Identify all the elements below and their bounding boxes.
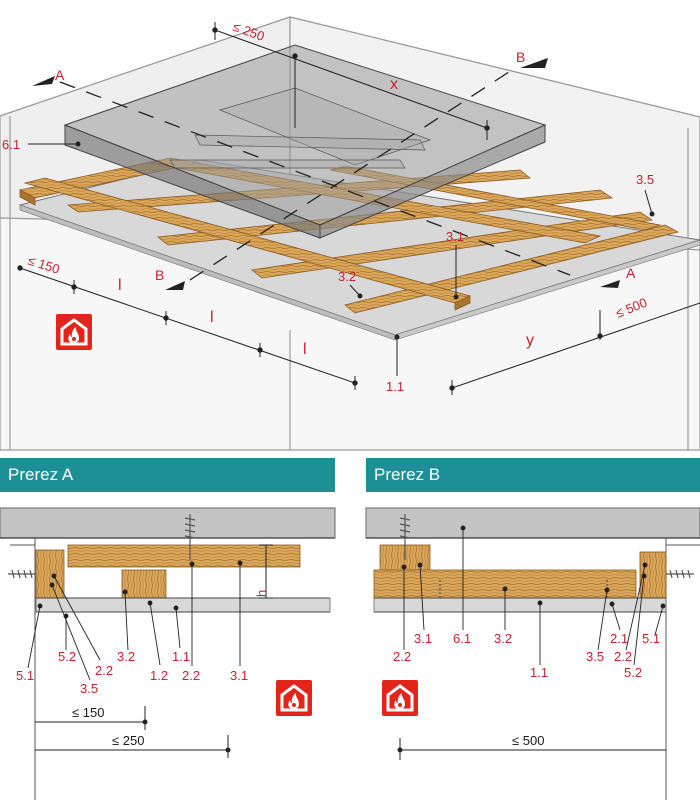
section-b-callout-5-2: 5.2 xyxy=(624,665,642,680)
section-a-drawing: h 5.2 5.1 2.2 3.5 3.2 1.2 1.1 2.2 3.1 xyxy=(0,507,336,800)
section-a-title: Prerez A xyxy=(0,458,335,492)
section-a-callout-2-2: 2.2 xyxy=(95,663,113,678)
section-a-callout-5-1: 5.1 xyxy=(16,668,34,683)
section-a-mark-bottom: A xyxy=(626,265,636,281)
section-b-callout-5-1: 5.1 xyxy=(642,631,660,646)
y-dimension xyxy=(449,302,700,395)
concrete-slab-block xyxy=(63,44,547,239)
section-a-dim-250: ≤ 250 xyxy=(112,733,144,748)
section-a-callout-3-5: 3.5 xyxy=(80,681,98,696)
section-a-callout-5-2: 5.2 xyxy=(58,649,76,664)
section-b-callout-3-5: 3.5 xyxy=(586,649,604,664)
axonometric-view: A B B A x ≤ 250 ≤ 150 l l l xyxy=(0,16,700,451)
section-b-callout-6-1: 6.1 xyxy=(453,631,471,646)
section-b-mark-top: B xyxy=(516,49,525,65)
y-dimension-label: y xyxy=(526,332,534,349)
section-b-drawing: 2.2 3.1 6.1 3.2 1.1 3.5 2.1 2.2 5.2 5.1 … xyxy=(365,507,700,800)
section-b-callout-1-1: 1.1 xyxy=(530,665,548,680)
section-markers xyxy=(32,58,620,290)
axon-callout-lines xyxy=(28,141,655,376)
section-b-callout-3-2: 3.2 xyxy=(494,631,512,646)
callout-6-1: 6.1 xyxy=(2,137,20,152)
l-label-3: l xyxy=(303,341,307,358)
callout-3-1: 3.1 xyxy=(446,229,464,244)
section-b-callout-2-1: 2.1 xyxy=(610,631,628,646)
fire-protection-icon-section-b xyxy=(382,680,418,716)
l-dimension-chain xyxy=(17,265,358,390)
section-a-dim-150: ≤ 150 xyxy=(72,705,104,720)
section-a-callout-2-2b: 2.2 xyxy=(182,668,200,683)
section-b-mark-bottom: B xyxy=(155,267,164,283)
fire-protection-icon xyxy=(56,314,92,350)
section-b-dim-500: ≤ 500 xyxy=(512,733,544,748)
x-dimension-label: x xyxy=(390,76,398,93)
l-label-1: l xyxy=(118,277,122,294)
section-lines xyxy=(59,67,571,281)
callout-3-5: 3.5 xyxy=(636,172,654,187)
callout-3-2: 3.2 xyxy=(338,269,356,284)
section-a-mark-top: A xyxy=(55,67,65,83)
section-b-title: Prerez B xyxy=(366,458,700,492)
section-a-callout-3-1: 3.1 xyxy=(230,668,248,683)
section-b-callout-2-2: 2.2 xyxy=(393,649,411,664)
section-b-callout-3-1: 3.1 xyxy=(414,631,432,646)
section-a-callout-1-1: 1.1 xyxy=(172,649,190,664)
section-a-h-label: h xyxy=(254,590,269,597)
x-dimension xyxy=(212,22,490,131)
section-a-callout-1-2: 1.2 xyxy=(150,668,168,683)
l-label-2: l xyxy=(210,309,214,326)
section-a-callout-3-2: 3.2 xyxy=(117,649,135,664)
section-b-callout-2-2b: 2.2 xyxy=(614,649,632,664)
callout-1-1: 1.1 xyxy=(386,379,404,394)
fire-protection-icon-section-a xyxy=(276,680,312,716)
